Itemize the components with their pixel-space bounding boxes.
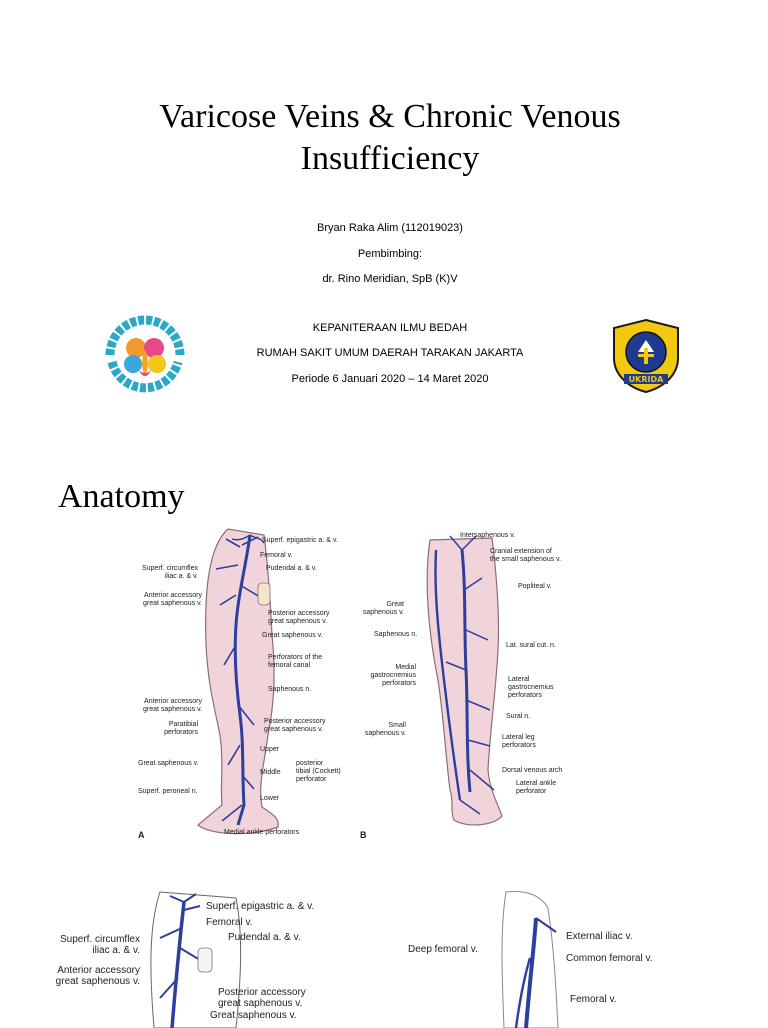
label-small-saphenous: Small saphenous v. (364, 722, 406, 737)
label-lateral-ankle: Lateral ankle perforator (516, 780, 557, 795)
author-name: Bryan Raka Alim (112019023) (317, 222, 463, 234)
label-femoral-v: Femoral v. (260, 552, 293, 559)
label-dorsal-venous: Dorsal venous arch (502, 767, 563, 774)
label-great-saphenous: Great saphenous v. (362, 601, 404, 616)
label-great-saphenous: Great saphenous v. (262, 632, 323, 639)
label-anterior-accessory: Anterior accessory great saphenous v. (55, 965, 140, 987)
label-superf-epigastric: Superf. epigastric a. & v. (206, 901, 315, 912)
label-cockett: posterior tibial (Cockett) perforator (296, 760, 341, 783)
label-posterior-accessory: Posterior accessory great saphenous v. (268, 610, 330, 625)
period-text: Periode 6 Januari 2020 – 14 Maret 2020 (291, 373, 489, 385)
label-lower: Lower (260, 795, 280, 802)
slide-title: Anatomy (58, 478, 185, 515)
label-common-femoral: Common femoral v. (566, 953, 653, 964)
label-posterior-accessory: Posterior accessory great saphenous v. (218, 987, 306, 1009)
title-line-2: Insufficiency (300, 140, 480, 177)
title-line-1: Varicose Veins & Chronic Venous (159, 98, 621, 135)
label-pudendal: Pudendal a. & v. (228, 932, 301, 943)
panel-letter-a: A (138, 830, 145, 840)
label-lat-sural: Lat. sural cut. n. (506, 642, 556, 649)
thigh-illustration (150, 891, 242, 1028)
university-logo: UKRIDA (608, 318, 684, 394)
label-anterior-accessory: Anterior accessory great saphenous v. (142, 592, 202, 607)
label-upper: Upper (260, 746, 280, 753)
deep-vein-illustration (501, 891, 559, 1028)
label-saphenous-n: Saphenous n. (268, 686, 312, 693)
label-superf-peroneal: Superf. peroneal n. (138, 788, 198, 795)
label-sural-n: Sural n. (506, 713, 531, 720)
label-anterior-accessory-2: Anterior accessory great saphenous v. (142, 698, 202, 713)
label-medial-ankle: Medial ankle perforators (224, 829, 300, 836)
label-great-saphenous: Great saphenous v. (210, 1010, 297, 1021)
hospital-name: RUMAH SAKIT UMUM DAERAH TARAKAN JAKARTA (256, 347, 524, 359)
label-pudendal: Pudendal a. & v. (266, 565, 317, 572)
supervisor-name: dr. Rino Meridian, SpB (K)V (322, 273, 458, 285)
label-popliteal: Popliteal v. (518, 583, 552, 590)
label-deep-femoral: Deep femoral v. (408, 944, 478, 955)
label-perforators-femoral: Perforators of the femoral canal (268, 654, 323, 669)
svg-text:UKRIDA: UKRIDA (629, 375, 664, 384)
leg-illustration-posterior (426, 535, 503, 826)
panel-letter-b: B (360, 830, 367, 840)
label-medial-gastro: Medial gastrocnemius perforators (370, 664, 416, 687)
label-cranial-extension: Cranial extension of the small saphenous… (490, 548, 562, 563)
label-superf-circumflex: Superf. circumflex iliac a. & v. (59, 934, 140, 956)
clerkship-title: KEPANITERAAN ILMU BEDAH (312, 322, 468, 334)
label-superf-circumflex: Superf. circumflex iliac a. & v. (141, 565, 198, 580)
label-lateral-leg: Lateral leg perforators (502, 734, 536, 749)
label-middle: Middle (260, 769, 281, 776)
label-lateral-gastro: Lateral gastrocnemius perforators (508, 676, 554, 699)
slide-title: Varicose Veins & Chronic Venous Insuffic… (90, 96, 690, 180)
label-saphenous-n: Saphenous n. (374, 631, 418, 638)
label-femoral-v: Femoral v. (570, 994, 617, 1005)
label-great-saphenous-2: Great saphenous v. (138, 760, 199, 767)
hospital-logo (100, 310, 190, 400)
label-paratibial: Paratibial perforators (164, 721, 198, 736)
leg-illustration-medial (197, 528, 279, 835)
label-femoral-v: Femoral v. (206, 917, 253, 928)
label-intersaphenous: Intersaphenous v. (460, 532, 516, 539)
label-external-iliac: External iliac v. (566, 931, 633, 942)
supervisor-label: Pembimbing: (357, 248, 423, 260)
label-posterior-accessory-2: Posterior accessory great saphenous v. (264, 718, 326, 733)
label-superf-epigastric: Superf. epigastric a. & v. (262, 537, 338, 544)
